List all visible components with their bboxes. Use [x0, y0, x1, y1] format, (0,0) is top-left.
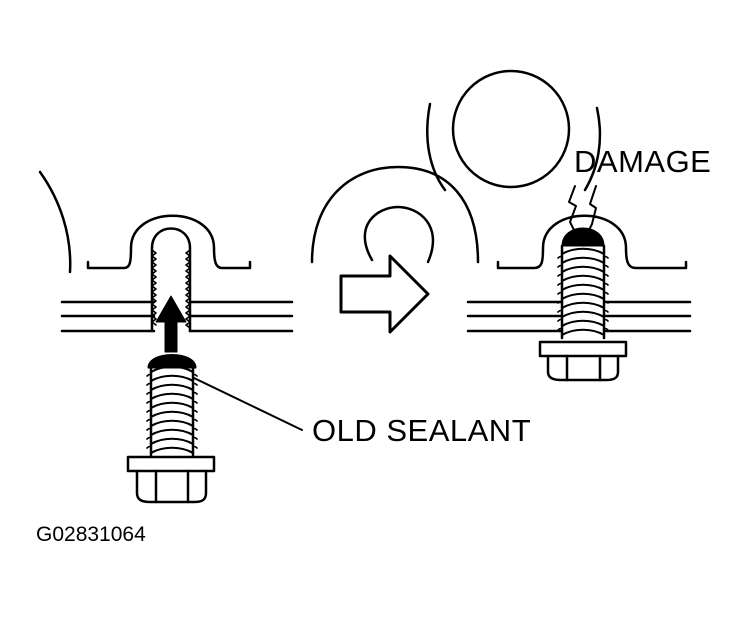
center-inner-arc	[363, 205, 435, 264]
old-sealant-leader-line	[193, 377, 303, 431]
left-assembly	[38, 170, 303, 504]
right-boss-profile	[496, 214, 688, 270]
right-assembly	[426, 69, 692, 382]
center-assembly	[310, 165, 480, 334]
gear-circle	[451, 69, 571, 189]
left-background-arc	[38, 170, 72, 274]
damage-crack-lines	[568, 185, 597, 233]
right-arrow-icon	[339, 254, 430, 334]
left-bolt	[126, 365, 216, 504]
right-background-arc-left	[426, 102, 447, 192]
center-arc	[310, 165, 480, 264]
right-bolt	[538, 244, 628, 382]
damage-label: DAMAGE	[574, 144, 712, 179]
right-background-arc-right	[583, 106, 602, 192]
left-plate-lines	[60, 300, 294, 333]
damaged-bolt-tip	[561, 227, 605, 247]
up-arrow-icon	[155, 295, 187, 353]
old-sealant-cap	[147, 354, 197, 369]
left-boss-profile	[86, 214, 252, 270]
old-sealant-label: OLD SEALANT	[312, 413, 532, 448]
left-threaded-hole	[150, 227, 192, 333]
right-plate-lines	[466, 300, 692, 333]
figure-code-label: G02831064	[36, 523, 146, 546]
